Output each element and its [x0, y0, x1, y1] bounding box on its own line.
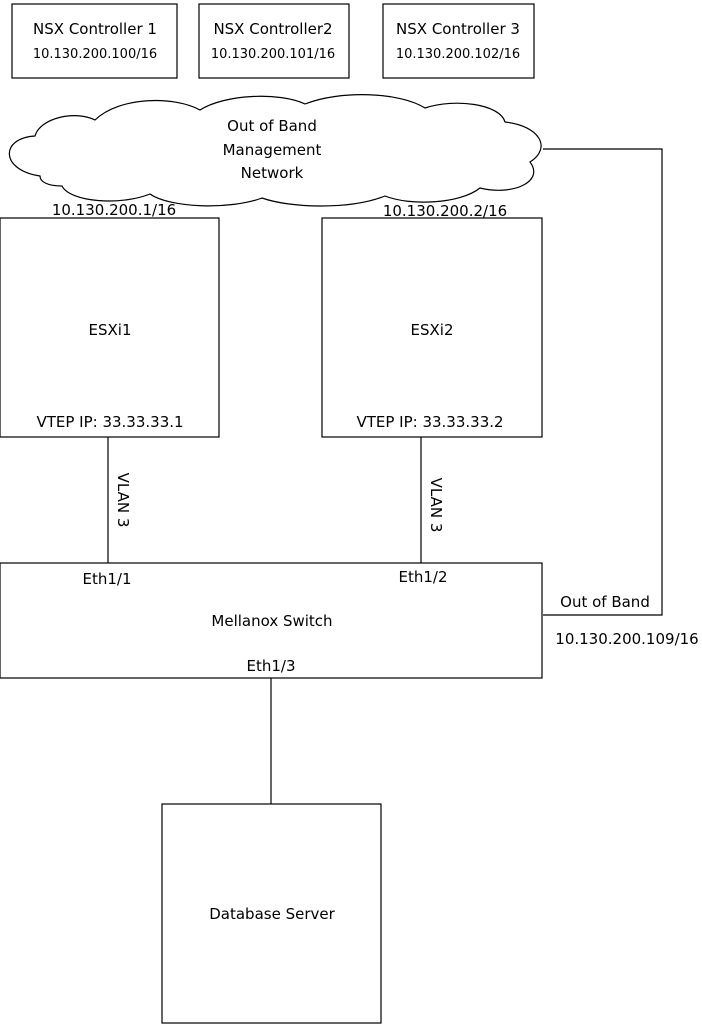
nsx-controller-3: NSX Controller 3 10.130.200.102/16	[382, 3, 535, 79]
controller-3-ip: 10.130.200.102/16	[396, 47, 520, 62]
esxi2-host: 10.130.200.2/16 ESXi2 VTEP IP: 33.33.33.…	[321, 202, 543, 438]
esxi2-name: ESXi2	[411, 321, 454, 339]
controller-2-ip: 10.130.200.101/16	[211, 47, 335, 62]
esxi1-vtep-ip: VTEP IP: 33.33.33.1	[36, 413, 183, 431]
oob-link	[543, 148, 663, 616]
cloud-label-line1: Out of Band	[227, 117, 317, 135]
management-network-cloud: Out of Band Management Network	[8, 94, 542, 207]
esxi2-mgmt-ip: 10.130.200.2/16	[383, 202, 507, 220]
controller-1-ip: 10.130.200.100/16	[33, 47, 157, 62]
esxi1-host: 10.130.200.1/16 ESXi1 VTEP IP: 33.33.33.…	[0, 201, 220, 438]
database-server: Database Server	[161, 803, 382, 1024]
oob-label: Out of Band	[560, 593, 650, 611]
nsx-controller-1: NSX Controller 1 10.130.200.100/16	[11, 3, 178, 79]
switch-port-eth1-1: Eth1/1	[82, 570, 131, 588]
controller-3-name: NSX Controller 3	[396, 20, 520, 38]
esxi1-mgmt-ip: 10.130.200.1/16	[52, 201, 176, 219]
controller-1-name: NSX Controller 1	[33, 20, 157, 38]
cloud-label-line2: Management	[223, 141, 322, 159]
switch-oob-ip: 10.130.200.109/16	[555, 630, 698, 648]
switch-name: Mellanox Switch	[211, 612, 332, 630]
esxi2-vtep-ip: VTEP IP: 33.33.33.2	[356, 413, 503, 431]
controller-2-name: NSX Controller2	[213, 20, 332, 38]
cloud-label-line3: Network	[241, 164, 304, 182]
nsx-controller-2: NSX Controller2 10.130.200.101/16	[198, 3, 350, 79]
mellanox-switch: Eth1/1 Eth1/2 Mellanox Switch Eth1/3	[0, 562, 543, 679]
switch-port-eth1-2: Eth1/2	[398, 568, 447, 586]
esxi1-vlan-label: VLAN 3	[114, 473, 132, 528]
esxi2-vlan-label: VLAN 3	[427, 478, 445, 533]
switch-port-eth1-3: Eth1/3	[246, 657, 295, 675]
esxi1-name: ESXi1	[89, 321, 132, 339]
database-server-name: Database Server	[209, 905, 335, 923]
